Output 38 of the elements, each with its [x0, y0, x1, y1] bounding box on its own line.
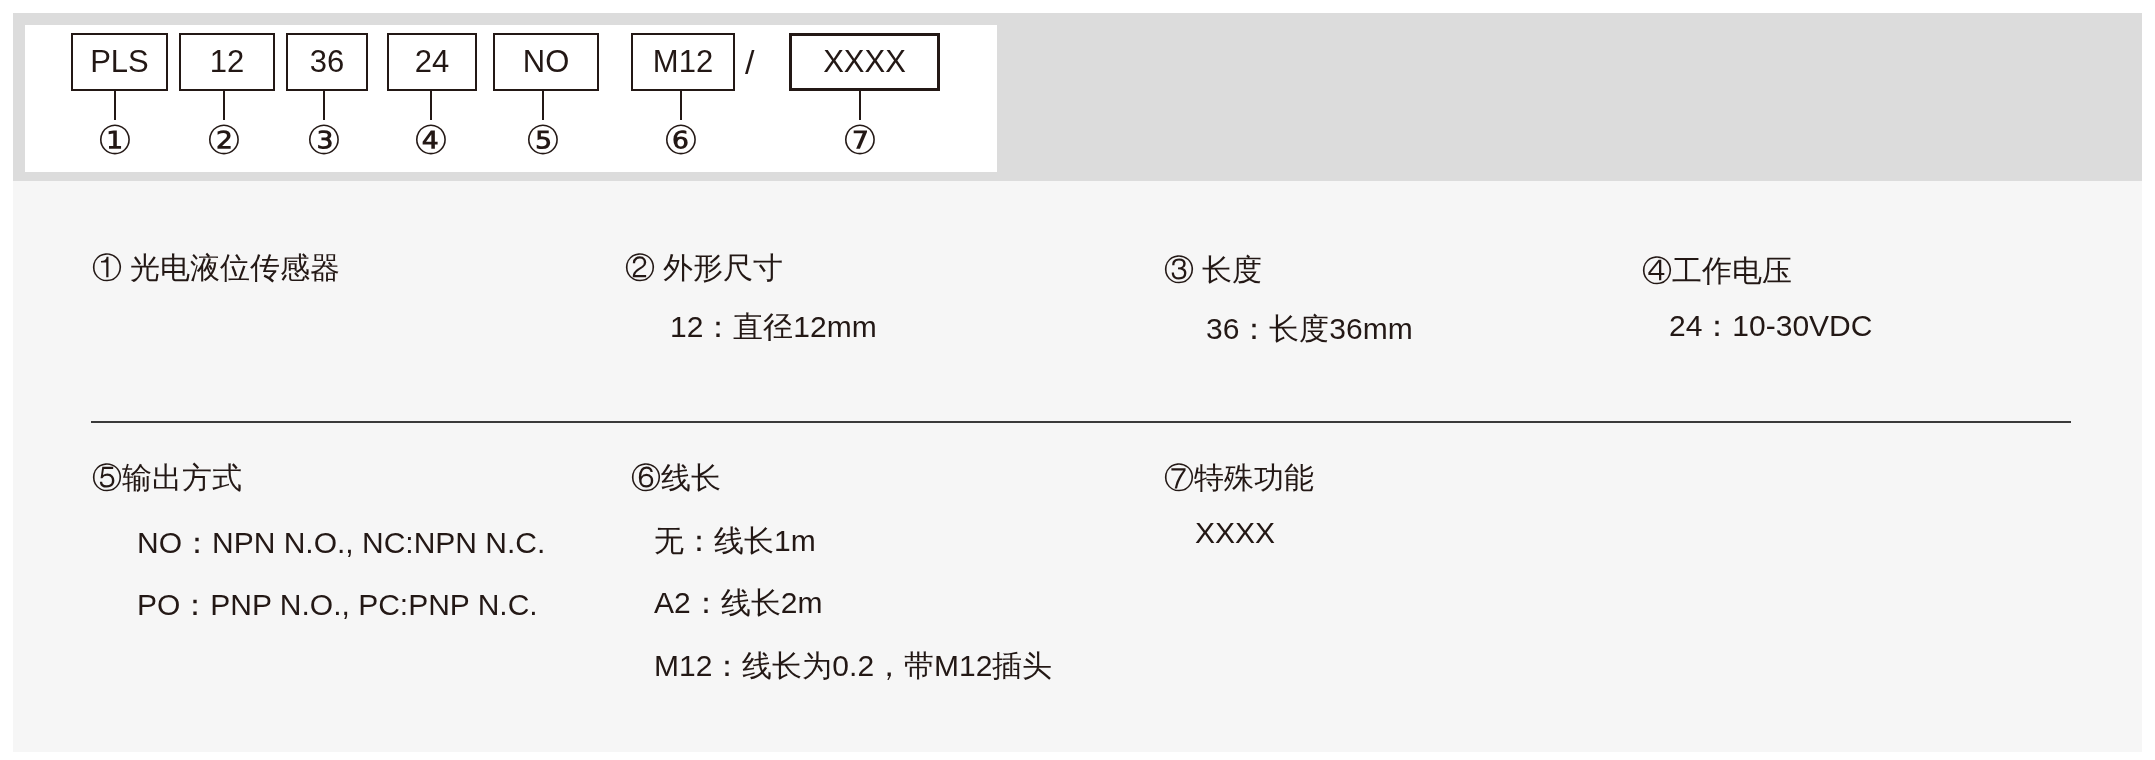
code-box: PLS — [71, 33, 168, 91]
leader-line — [323, 90, 325, 121]
separator-slash: / — [745, 42, 755, 83]
option-text: 36：长度36mm — [1206, 311, 1413, 347]
option-text: XXXX — [1195, 515, 1276, 551]
section-heading: ② 外形尺寸 — [625, 250, 784, 286]
section-heading: ③ 长度 — [1164, 252, 1263, 288]
section-heading: ⑥线长 — [631, 460, 721, 496]
option-text: 无：线长1m — [654, 523, 816, 559]
callout-number: ③ — [306, 120, 342, 160]
leader-line — [859, 90, 861, 121]
leader-line — [542, 90, 544, 121]
callout-number: ⑦ — [842, 120, 878, 160]
leader-line — [114, 90, 116, 121]
leader-line — [430, 90, 432, 121]
option-text: A2：线长2m — [654, 585, 823, 621]
option-text: 24：10-30VDC — [1669, 308, 1873, 344]
section-heading: ④工作电压 — [1642, 253, 1792, 289]
callout-number: ④ — [413, 120, 449, 160]
section-heading: ⑤输出方式 — [92, 460, 242, 496]
callout-number: ① — [97, 120, 133, 160]
code-box: XXXX — [789, 33, 940, 91]
section-heading: ① 光电液位传感器 — [92, 250, 341, 286]
code-box: 12 — [179, 33, 275, 91]
option-text: 12：直径12mm — [670, 309, 877, 345]
leader-line — [223, 90, 225, 121]
option-text: PO：PNP N.O., PC:PNP N.C. — [137, 587, 538, 623]
option-text: M12：线长为0.2，带M12插头 — [654, 648, 1053, 684]
code-box: NO — [493, 33, 599, 91]
code-box: M12 — [631, 33, 735, 91]
option-text: NO：NPN N.O., NC:NPN N.C. — [137, 525, 546, 561]
callout-number: ⑤ — [525, 120, 561, 160]
code-box: 36 — [286, 33, 368, 91]
callout-number: ⑥ — [663, 120, 699, 160]
callout-number: ② — [206, 120, 242, 160]
code-box: 24 — [387, 33, 477, 91]
section-heading: ⑦特殊功能 — [1164, 460, 1314, 496]
leader-line — [680, 90, 682, 121]
